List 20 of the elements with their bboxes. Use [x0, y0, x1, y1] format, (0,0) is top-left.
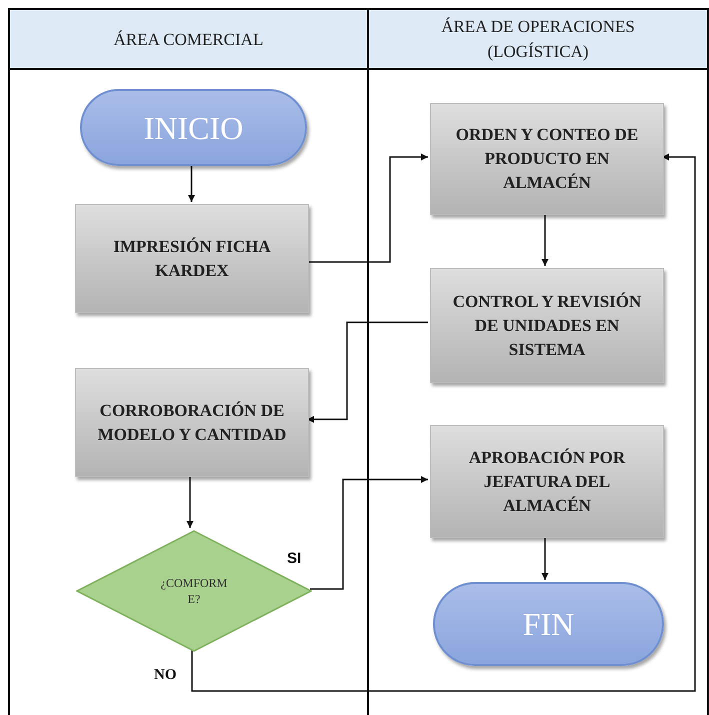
arrow: [191, 154, 696, 692]
lane-header: ÁREA DE OPERACIONES (LOGÍSTICA): [369, 10, 707, 70]
arrow: [307, 154, 428, 263]
swimlane: [367, 8, 709, 715]
arrow: [188, 164, 195, 202]
process-box: ORDEN Y CONTEO DE PRODUCTO EN ALMACÉN: [430, 103, 664, 215]
process-box: IMPRESIÓN FICHA KARDEX: [75, 204, 309, 313]
arrow: [542, 213, 548, 266]
arrow: [310, 476, 428, 590]
arrow: [542, 536, 548, 580]
swimlane: [8, 8, 369, 715]
terminal-pill: INICIO: [80, 89, 307, 166]
process-box: CONTROL Y REVISIÓN DE UNIDADES EN SISTEMA: [430, 268, 664, 383]
arrow: [307, 322, 428, 423]
lane-header: ÁREA COMERCIAL: [10, 10, 367, 70]
decision-text: ¿COMFORM E?: [160, 575, 228, 607]
terminal-pill: FIN: [433, 582, 664, 666]
process-box: CORROBORACIÓN DE MODELO Y CANTIDAD: [75, 368, 309, 477]
arrow: [186, 475, 194, 528]
process-box: APROBACIÓN POR JEFATURA DEL ALMACÉN: [430, 425, 664, 538]
